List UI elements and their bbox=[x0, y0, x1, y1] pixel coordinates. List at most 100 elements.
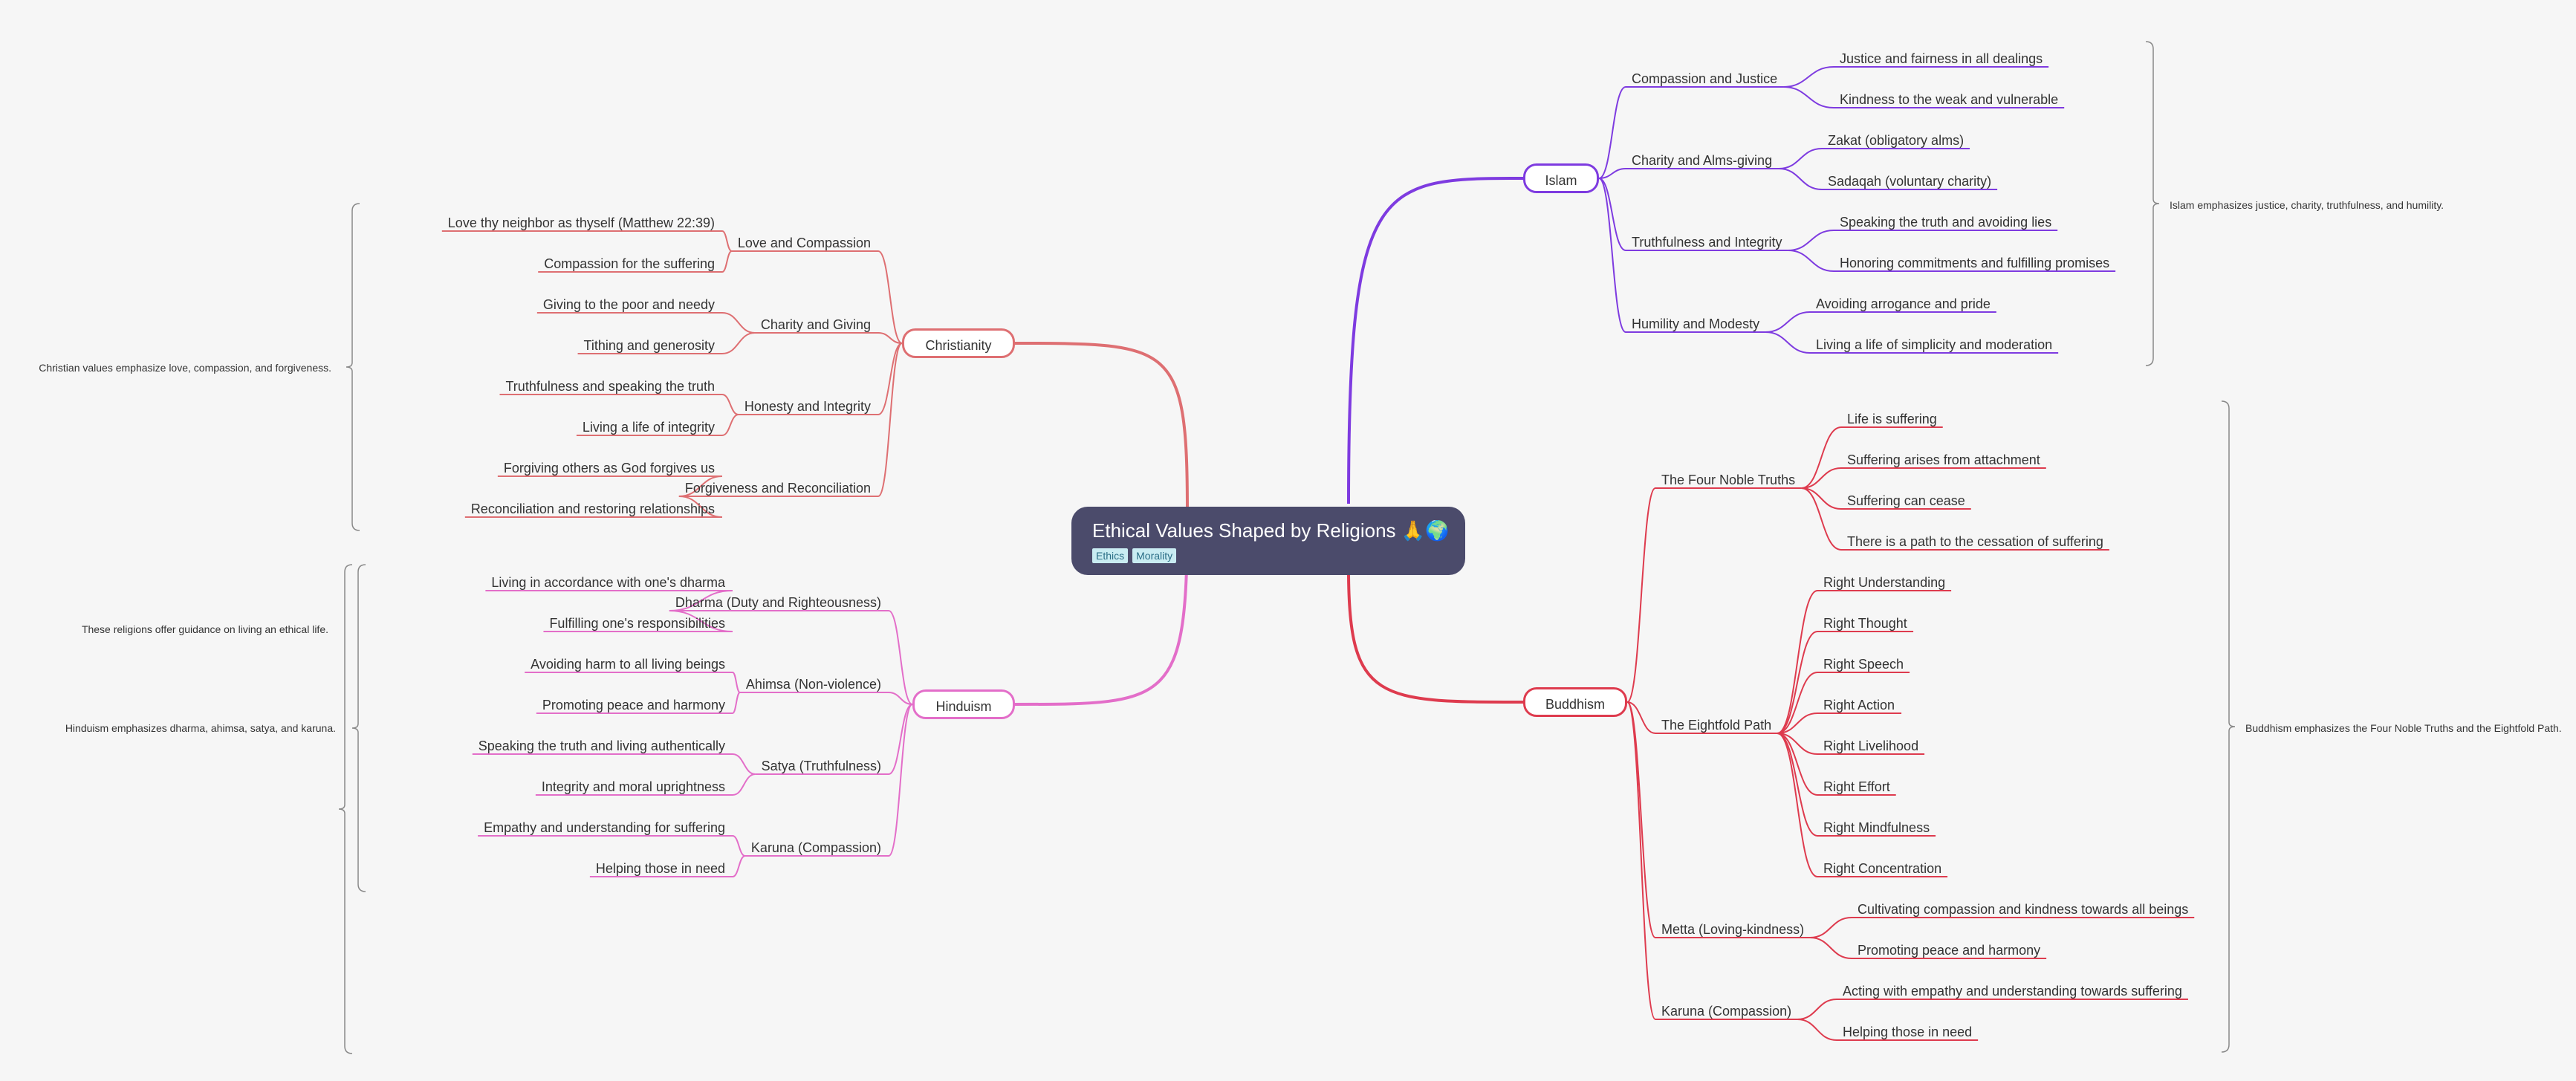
buddhism-item-connector bbox=[1777, 712, 1818, 734]
item-promoting-peace-and-harmony[interactable]: Promoting peace and harmony bbox=[542, 698, 725, 712]
hinduism-summary: Hinduism emphasizes dharma, ahimsa, saty… bbox=[65, 722, 336, 734]
topic-compassion-and-justice[interactable]: Compassion and Justice bbox=[1632, 71, 1778, 86]
tag-ethics[interactable]: Ethics bbox=[1092, 548, 1129, 563]
item-living-a-life-of-simplicity-and-moderati[interactable]: Living a life of simplicity and moderati… bbox=[1816, 337, 2053, 352]
topic-karuna-compassion[interactable]: Karuna (Compassion) bbox=[750, 840, 881, 855]
christianity-item-connector bbox=[721, 250, 733, 273]
item-avoiding-arrogance-and-pride[interactable]: Avoiding arrogance and pride bbox=[1816, 296, 1991, 311]
item-love-thy-neighbor-as-thyself-matthew-22-[interactable]: Love thy neighbor as thyself (Matthew 22… bbox=[447, 215, 715, 230]
item-zakat-obligatory-alms[interactable]: Zakat (obligatory alms) bbox=[1828, 133, 1965, 148]
item-life-is-suffering[interactable]: Life is suffering bbox=[1847, 412, 1937, 426]
topic-metta-loving-kindness[interactable]: Metta (Loving-kindness) bbox=[1661, 922, 1805, 937]
buddhism-topic-connector bbox=[1626, 701, 1656, 734]
buddhism-item-connector bbox=[1801, 467, 1842, 489]
item-promoting-peace-and-harmony[interactable]: Promoting peace and harmony bbox=[1858, 943, 2041, 958]
branch-node-buddhism[interactable]: Buddhism bbox=[1523, 687, 1627, 717]
topic-forgiveness-and-reconciliation[interactable]: Forgiveness and Reconciliation bbox=[684, 481, 871, 496]
item-right-thought[interactable]: Right Thought bbox=[1823, 616, 1907, 631]
hinduism-summary-bracket bbox=[351, 564, 366, 892]
item-there-is-a-path-to-the-cessation-of-suff[interactable]: There is a path to the cessation of suff… bbox=[1847, 534, 2103, 549]
item-living-in-accordance-with-one-s-dharma[interactable]: Living in accordance with one's dharma bbox=[491, 575, 725, 590]
christianity-item-connector bbox=[721, 394, 739, 415]
item-helping-those-in-need[interactable]: Helping those in need bbox=[1843, 1025, 1973, 1039]
islam-item-connector bbox=[1779, 148, 1823, 169]
christianity-topic-connector bbox=[877, 343, 903, 497]
topic-love-and-compassion[interactable]: Love and Compassion bbox=[737, 236, 871, 250]
item-right-mindfulness[interactable]: Right Mindfulness bbox=[1823, 820, 1930, 835]
tag-morality[interactable]: Morality bbox=[1132, 548, 1177, 563]
item-giving-to-the-poor-and-needy[interactable]: Giving to the poor and needy bbox=[542, 297, 715, 312]
buddhism-topic-connector bbox=[1626, 701, 1656, 1020]
root-node[interactable]: Ethical Values Shaped by Religions 🙏🌍 Et… bbox=[1071, 507, 1465, 575]
topic-charity-and-alms-giving[interactable]: Charity and Alms-giving bbox=[1632, 153, 1773, 168]
item-speaking-the-truth-and-avoiding-lies[interactable]: Speaking the truth and avoiding lies bbox=[1840, 215, 2052, 230]
topic-charity-and-giving[interactable]: Charity and Giving bbox=[760, 317, 871, 332]
item-empathy-and-understanding-for-suffering[interactable]: Empathy and understanding for suffering bbox=[484, 820, 725, 835]
item-suffering-can-cease[interactable]: Suffering can cease bbox=[1847, 493, 1965, 508]
branch-node-islam[interactable]: Islam bbox=[1523, 163, 1599, 193]
item-sadaqah-voluntary-charity[interactable]: Sadaqah (voluntary charity) bbox=[1828, 174, 1992, 189]
hinduism-topic-connector bbox=[888, 704, 913, 775]
buddhism-item-connector bbox=[1797, 999, 1837, 1020]
topic-the-four-noble-truths[interactable]: The Four Noble Truths bbox=[1661, 473, 1796, 487]
topic-truthfulness-and-integrity[interactable]: Truthfulness and Integrity bbox=[1632, 235, 1782, 250]
item-truthfulness-and-speaking-the-truth[interactable]: Truthfulness and speaking the truth bbox=[505, 379, 715, 394]
item-right-livelihood[interactable]: Right Livelihood bbox=[1823, 738, 1919, 753]
topic-the-eightfold-path[interactable]: The Eightfold Path bbox=[1661, 718, 1772, 733]
hinduism-item-connector bbox=[732, 773, 756, 796]
item-helping-those-in-need[interactable]: Helping those in need bbox=[595, 861, 725, 876]
item-forgiving-others-as-god-forgives-us[interactable]: Forgiving others as God forgives us bbox=[503, 461, 715, 475]
item-right-speech[interactable]: Right Speech bbox=[1823, 657, 1904, 672]
item-compassion-for-the-suffering[interactable]: Compassion for the suffering bbox=[544, 256, 715, 271]
item-avoiding-harm-to-all-living-beings[interactable]: Avoiding harm to all living beings bbox=[531, 657, 725, 672]
christianity-topic-connector bbox=[877, 332, 903, 344]
branch-node-christianity[interactable]: Christianity bbox=[902, 328, 1015, 358]
item-living-a-life-of-integrity[interactable]: Living a life of integrity bbox=[582, 420, 715, 435]
topic-karuna-compassion[interactable]: Karuna (Compassion) bbox=[1661, 1004, 1792, 1019]
item-right-understanding[interactable]: Right Understanding bbox=[1823, 575, 1946, 590]
buddhism-item-connector bbox=[1777, 733, 1818, 796]
topic-humility-and-modesty[interactable]: Humility and Modesty bbox=[1632, 316, 1760, 331]
buddhism-item-connector bbox=[1801, 426, 1842, 489]
buddhism-item-connector bbox=[1777, 590, 1818, 734]
item-cultivating-compassion-and-kindness-towa[interactable]: Cultivating compassion and kindness towa… bbox=[1858, 902, 2189, 917]
topic-ahimsa-non-violence[interactable]: Ahimsa (Non-violence) bbox=[745, 677, 881, 692]
islam-item-connector bbox=[1783, 66, 1834, 88]
buddhism-summary: Buddhism emphasizes the Four Noble Truth… bbox=[2245, 722, 2562, 734]
item-tithing-and-generosity[interactable]: Tithing and generosity bbox=[583, 338, 715, 353]
item-honoring-commitments-and-fulfilling-prom[interactable]: Honoring commitments and fulfilling prom… bbox=[1840, 256, 2110, 270]
buddhism-topic-connector bbox=[1626, 701, 1656, 938]
christianity-item-connector bbox=[721, 332, 756, 354]
item-right-effort[interactable]: Right Effort bbox=[1823, 779, 1890, 794]
item-reconciliation-and-restoring-relationshi[interactable]: Reconciliation and restoring relationshi… bbox=[470, 501, 715, 516]
buddhism-item-connector bbox=[1810, 937, 1852, 959]
hinduism-root-connector bbox=[1014, 510, 1189, 706]
islam-item-connector bbox=[1765, 331, 1811, 354]
item-kindness-to-the-weak-and-vulnerable[interactable]: Kindness to the weak and vulnerable bbox=[1840, 92, 2059, 107]
branch-node-hinduism[interactable]: Hinduism bbox=[912, 689, 1015, 719]
item-right-concentration[interactable]: Right Concentration bbox=[1823, 861, 1942, 876]
topic-honesty-and-integrity[interactable]: Honesty and Integrity bbox=[744, 399, 871, 414]
christianity-summary: Christian values emphasize love, compass… bbox=[39, 362, 331, 374]
item-suffering-arises-from-attachment[interactable]: Suffering arises from attachment bbox=[1847, 452, 2040, 467]
hinduism-item-connector bbox=[732, 753, 756, 775]
religions-summary: These religions offer guidance on living… bbox=[81, 623, 328, 635]
topic-satya-truthfulness[interactable]: Satya (Truthfulness) bbox=[761, 759, 881, 773]
item-right-action[interactable]: Right Action bbox=[1823, 698, 1895, 712]
topic-dharma-duty-and-righteousness[interactable]: Dharma (Duty and Righteousness) bbox=[675, 595, 881, 610]
christianity-topic-connector bbox=[877, 250, 903, 344]
islam-root-connector bbox=[1347, 177, 1524, 504]
hinduism-topic-connector bbox=[888, 704, 913, 857]
buddhism-topic-connector bbox=[1626, 487, 1656, 703]
item-acting-with-empathy-and-understanding-to[interactable]: Acting with empathy and understanding to… bbox=[1843, 984, 2182, 999]
item-integrity-and-moral-uprightness[interactable]: Integrity and moral uprightness bbox=[541, 779, 725, 794]
item-fulfilling-one-s-responsibilities[interactable]: Fulfilling one's responsibilities bbox=[549, 616, 725, 631]
item-speaking-the-truth-and-living-authentica[interactable]: Speaking the truth and living authentica… bbox=[478, 738, 725, 753]
buddhism-item-connector bbox=[1777, 631, 1818, 734]
hinduism-topic-connector bbox=[888, 692, 913, 705]
christianity-root-connector bbox=[1014, 342, 1189, 512]
root-title: Ethical Values Shaped by Religions 🙏🌍 bbox=[1092, 519, 1450, 542]
christianity-topic-connector bbox=[877, 343, 903, 415]
item-justice-and-fairness-in-all-dealings[interactable]: Justice and fairness in all dealings bbox=[1840, 51, 2043, 66]
